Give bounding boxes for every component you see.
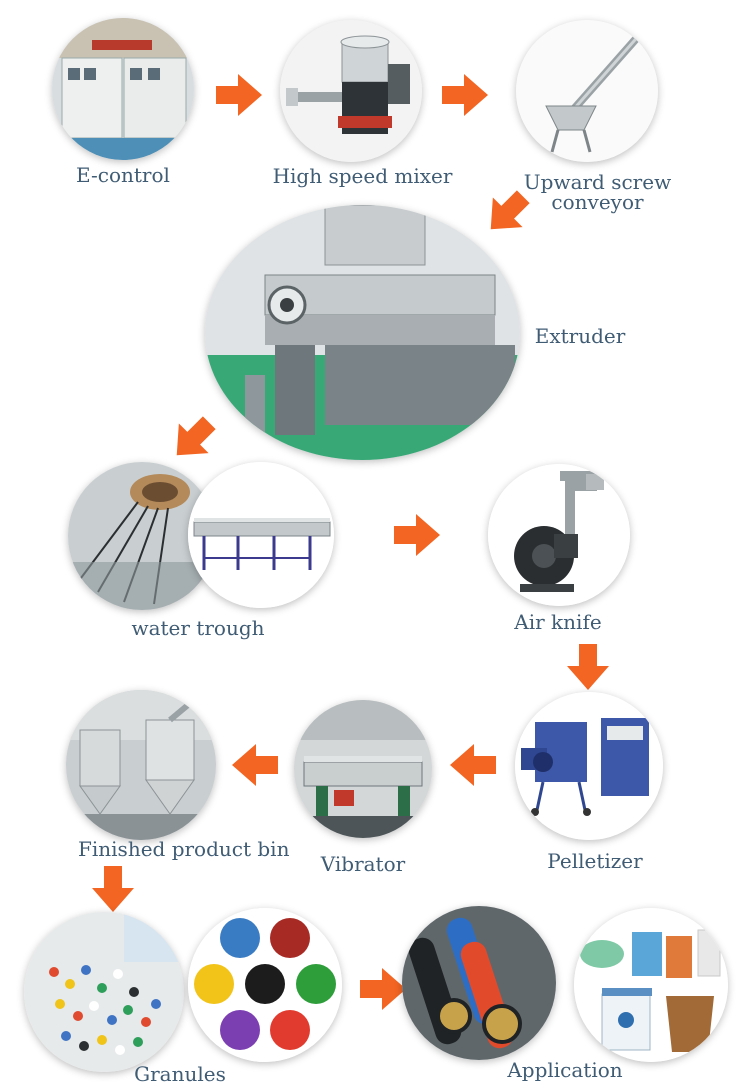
- screw-conveyor-label-line2: conveyor: [520, 192, 675, 213]
- high-speed-mixer-label: High speed mixer: [270, 166, 455, 187]
- e-control-label: E-control: [63, 165, 183, 186]
- finished-product-bin-photo: [66, 690, 216, 840]
- arrow-right-icon: [216, 72, 262, 118]
- pelletizer-label: Pelletizer: [535, 851, 655, 872]
- vibrator-photo: [294, 700, 432, 838]
- pelletizer-photo: [515, 692, 663, 840]
- arrow-right-icon: [394, 512, 440, 558]
- extruder-photo: [205, 205, 520, 460]
- granules-label: Granules: [120, 1064, 240, 1085]
- arrow-right-icon: [360, 966, 406, 1012]
- arrow-left-icon: [450, 742, 496, 788]
- high-speed-mixer-photo: [280, 20, 422, 162]
- application-cables-photo: [402, 906, 556, 1060]
- arrow-down-icon: [565, 644, 611, 690]
- extruder-label: Extruder: [530, 326, 630, 347]
- vibrator-label: Vibrator: [307, 854, 419, 875]
- air-knife-photo: [488, 464, 630, 606]
- granules-colors-photo: [188, 908, 342, 1062]
- application-label: Application: [500, 1060, 630, 1081]
- water-trough-photo-2: [188, 462, 334, 608]
- arrow-left-icon: [232, 742, 278, 788]
- e-control-photo: [52, 18, 194, 160]
- application-products-photo: [574, 908, 728, 1062]
- water-trough-label: water trough: [128, 618, 268, 639]
- screw-conveyor-photo: [516, 20, 658, 162]
- air-knife-label: Air knife: [498, 612, 618, 633]
- arrow-right-icon: [442, 72, 488, 118]
- arrow-down-left-icon: [484, 190, 530, 236]
- arrow-down-icon: [90, 866, 136, 912]
- granules-mixed-photo: [24, 912, 184, 1072]
- arrow-down-left-icon: [170, 416, 216, 462]
- finished-product-bin-label: Finished product bin: [78, 839, 288, 860]
